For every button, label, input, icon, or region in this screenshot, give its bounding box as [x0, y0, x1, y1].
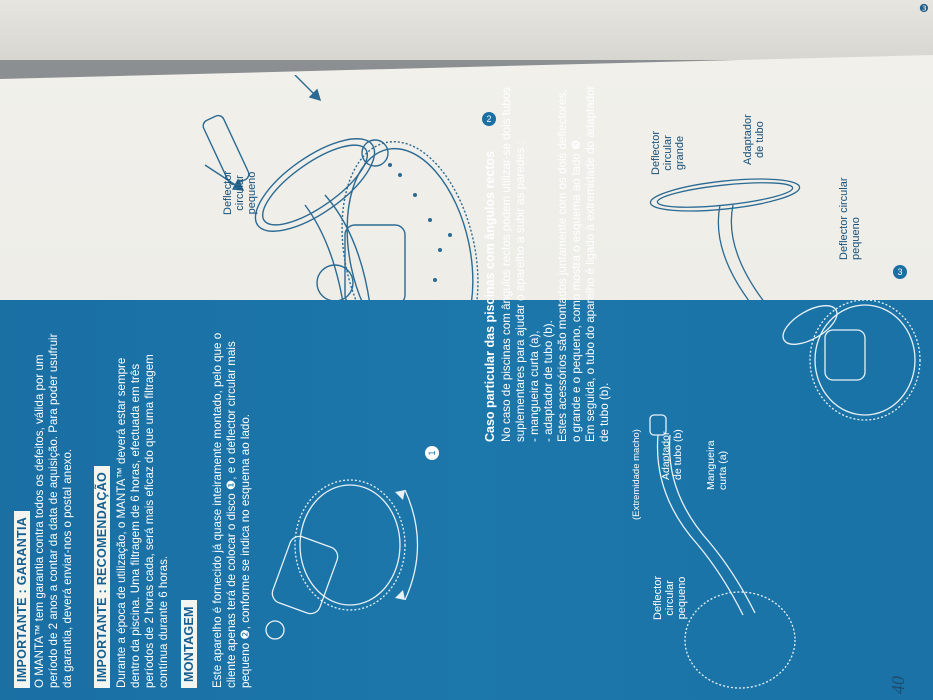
garantia-line-1: O MANTA™ tem garantia contra todos os de…: [33, 354, 46, 688]
manta-device-illustration-1: [265, 479, 419, 640]
caso-line-4: - adaptador de tubo (b).: [542, 320, 555, 442]
manta-device-illustration-3b: [782, 299, 921, 421]
montagem-line-2: cliente apenas terá de colocar o disco ❶…: [225, 341, 238, 688]
garantia-line-2: período de 2 anos a contar da data de aq…: [47, 333, 60, 689]
caso-line-6: o grande e o pequeno, como mostra o esqu…: [570, 136, 583, 442]
label-extremidade: (Extremidade macho): [631, 429, 642, 520]
montagem-line-3: pequeno ❷, conforme se indica no esquema…: [239, 413, 252, 688]
figure-number-1: 1: [425, 446, 439, 460]
garantia-line-3: da garantia, deverá enviar-nos o postal …: [61, 448, 74, 688]
montagem-line-1: Este aparelho é fornecido já quase intei…: [211, 332, 224, 688]
recomendacao-line-1: Durante a época de utilização, o MANTA™ …: [115, 357, 128, 688]
manta-device-illustration-hose: [649, 414, 796, 689]
recomendacao-line-2: dentro da piscina. Uma filtragem de 6 ho…: [129, 363, 142, 688]
figure-number-2: 2: [482, 112, 496, 126]
figure-number-3: 3: [893, 265, 907, 279]
page-number: 40: [888, 676, 908, 694]
caso-line-2: suplementares para ajudar o aparelho a s…: [514, 141, 527, 442]
heading-montagem: MONTAGEM: [181, 600, 197, 688]
heading-garantia: IMPORTANTE : GARANTIA: [14, 510, 30, 688]
caso-line-7: Em seguida, o tubo do aparelho é ligado …: [584, 85, 597, 442]
caso-line-5: Estes acessórios são montados juntamente…: [556, 89, 569, 443]
previous-page-strip: ❸: [0, 0, 933, 60]
heading-caso-particular: Caso particular das piscinas com ângulos…: [483, 150, 497, 442]
previous-page-mark: ❸: [919, 3, 929, 15]
caso-line-1: No caso de piscinas com ângulos rectos p…: [500, 86, 513, 442]
caso-line-8: de tubo (b).: [598, 382, 611, 442]
heading-recomendacao: IMPORTANTE : RECOMENDAÇÃO: [94, 465, 110, 688]
caso-line-3: - mangueira curta (a),: [528, 330, 541, 442]
recomendacao-line-3: períodos de 2 horas cada, será mais efic…: [143, 354, 156, 688]
recomendacao-line-4: contínua durante 6 horas.: [157, 555, 170, 688]
